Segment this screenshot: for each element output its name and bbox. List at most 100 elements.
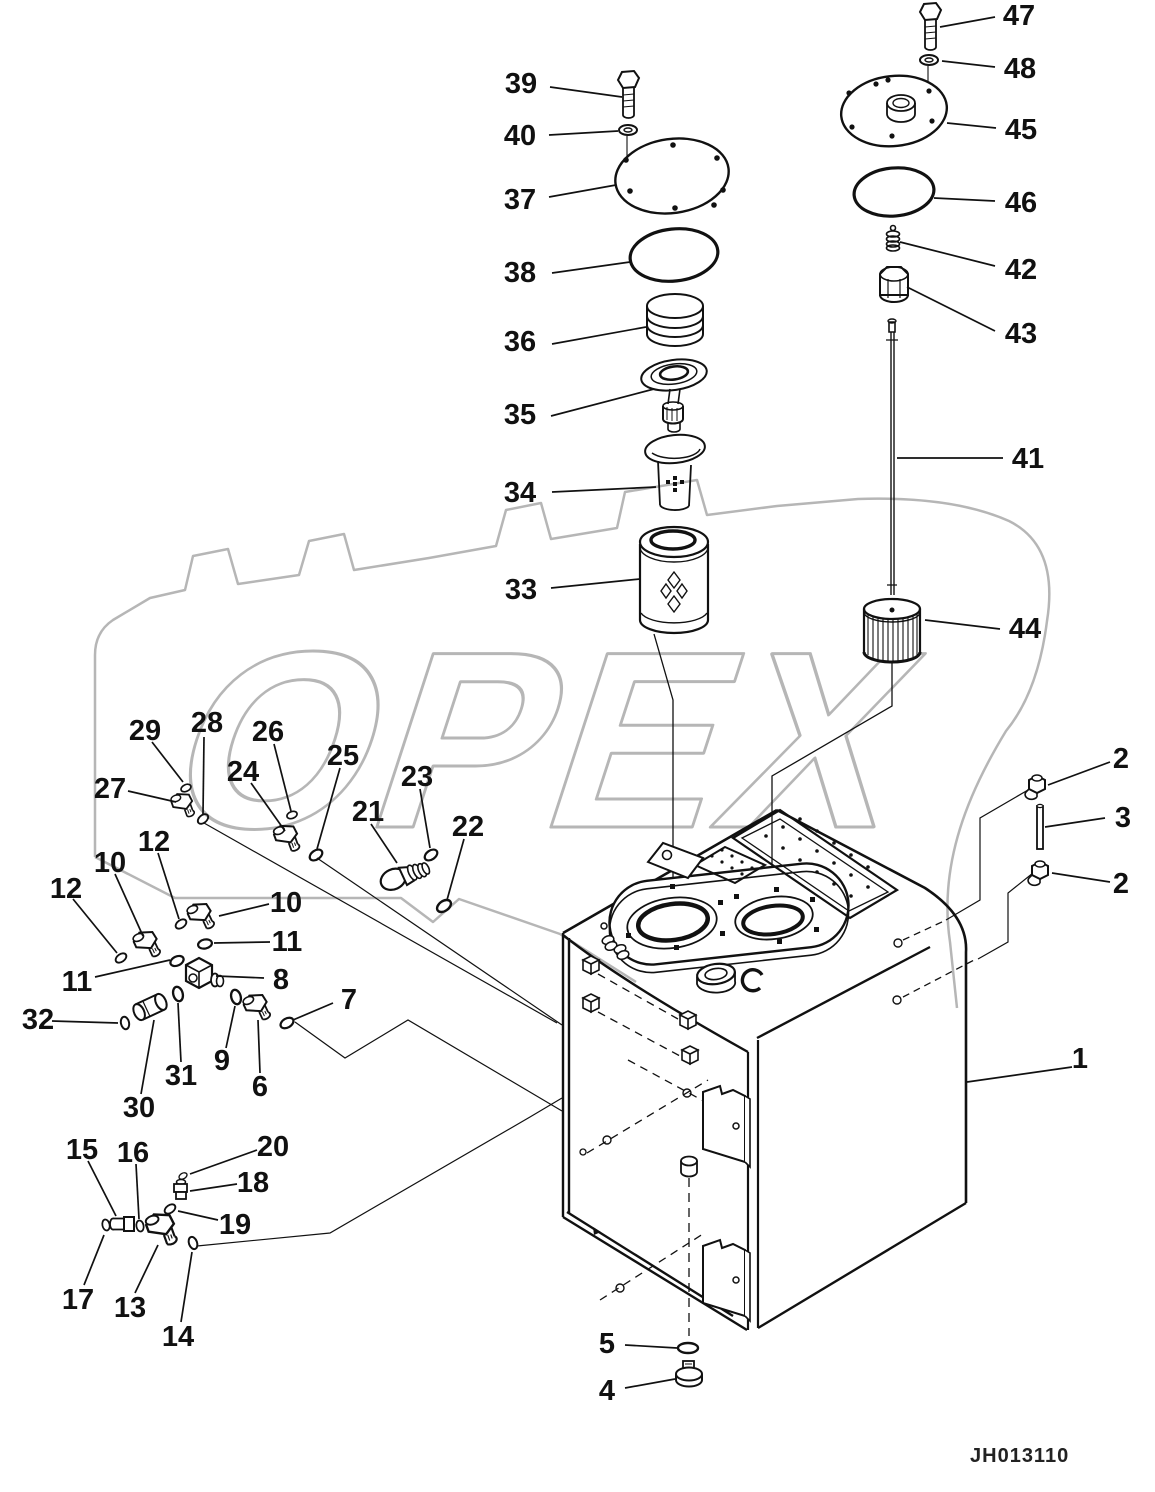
tank-top-flange xyxy=(608,862,850,974)
part-number-label: 48 xyxy=(1004,53,1036,85)
leader-line xyxy=(273,743,292,812)
leader-line xyxy=(127,790,177,803)
tank-bracket-lower xyxy=(702,1239,751,1322)
leader-line xyxy=(941,60,996,68)
leader-line xyxy=(202,736,205,815)
callout-12-31: 12 xyxy=(50,873,118,954)
callout-19-46: 19 xyxy=(177,1209,251,1241)
part-42-spring xyxy=(885,224,901,252)
part-number-label: 40 xyxy=(504,120,536,152)
boss-cube xyxy=(679,1010,697,1030)
callout-44-15: 44 xyxy=(924,613,1041,645)
part-number-label: 20 xyxy=(257,1131,289,1163)
leader-line xyxy=(624,1378,676,1389)
callout-30-38: 30 xyxy=(123,1019,155,1124)
part-32-o-ring xyxy=(118,1015,132,1031)
tank-drain-port xyxy=(680,1155,698,1336)
leader-line xyxy=(135,1163,140,1220)
leader-line xyxy=(189,1183,238,1192)
part-number-label: 10 xyxy=(94,847,126,879)
leader-line xyxy=(548,130,619,136)
part-number-label: 12 xyxy=(50,873,82,905)
part-number-label: 29 xyxy=(129,715,161,747)
part-number-label: 16 xyxy=(117,1137,149,1169)
leader-line xyxy=(213,941,271,944)
leader-line xyxy=(189,1149,258,1175)
boss-cube xyxy=(681,1045,699,1065)
part-number-label: 22 xyxy=(452,811,484,843)
leader-line xyxy=(550,578,641,589)
part-47-bolt xyxy=(918,1,943,51)
part-number-label: 11 xyxy=(62,966,93,998)
part-number-label: 24 xyxy=(227,756,259,788)
boss-cube xyxy=(582,993,600,1013)
part-number-label: 5 xyxy=(599,1328,615,1360)
callout-9-40: 9 xyxy=(214,1005,236,1077)
part-number-label: 35 xyxy=(504,399,536,431)
leader-line xyxy=(551,326,647,345)
part-43-cap xyxy=(879,266,909,303)
leader-line xyxy=(134,1244,159,1294)
part-40-washer xyxy=(618,124,638,158)
leader-line xyxy=(624,1344,678,1349)
part-39-bolt xyxy=(616,69,641,119)
callout-10-32: 10 xyxy=(218,887,302,919)
callout-43-13: 43 xyxy=(906,286,1037,350)
part-11-o-ring xyxy=(196,937,214,951)
part-number-label: 41 xyxy=(1012,443,1044,475)
part-13-elbow-fitting xyxy=(142,1207,182,1252)
part-number-label: 34 xyxy=(504,477,536,509)
leader-line xyxy=(548,184,617,198)
callout-11-34: 11 xyxy=(62,959,171,998)
part-number-label: 38 xyxy=(504,257,536,289)
callout-27-25: 27 xyxy=(94,773,177,805)
leader-line xyxy=(906,286,996,332)
part-number-label: 31 xyxy=(165,1060,197,1092)
leader-line xyxy=(419,788,431,849)
part-17-o-ring xyxy=(100,1217,112,1233)
watermark-machine-bottom xyxy=(94,855,637,984)
part-2-elbow-fitting xyxy=(1027,860,1049,887)
leader-line xyxy=(370,823,398,864)
leader-line xyxy=(550,388,655,417)
part-1-hydraulic-tank xyxy=(561,808,977,1336)
leader-line xyxy=(87,1160,117,1217)
part-number-label: 42 xyxy=(1005,254,1037,286)
part-48-washer xyxy=(919,54,939,90)
callout-33-7: 33 xyxy=(505,574,641,606)
part-number-label: 11 xyxy=(272,926,303,958)
part-number-label: 23 xyxy=(401,761,433,793)
leader-line xyxy=(1044,817,1106,828)
callout-20-44: 20 xyxy=(189,1131,289,1175)
leader-line xyxy=(292,1002,334,1021)
part-number-label: 14 xyxy=(162,1321,194,1353)
part-36-ring xyxy=(646,293,704,347)
callout-37-2: 37 xyxy=(504,184,617,216)
part-10-elbow-fitting xyxy=(184,898,219,936)
tank-small-ports xyxy=(600,922,630,961)
part-number-label: 25 xyxy=(327,740,359,772)
tank-bracket-upper xyxy=(702,1085,751,1168)
part-number-label: 43 xyxy=(1005,318,1037,350)
part-31-o-ring xyxy=(170,984,186,1004)
part-number-label: 6 xyxy=(252,1071,268,1103)
part-number-label: 33 xyxy=(505,574,537,606)
leader-line xyxy=(316,767,341,850)
part-number-label: 3 xyxy=(1115,802,1131,834)
callout-45-10: 45 xyxy=(946,114,1037,146)
filler-parts-column xyxy=(614,69,730,635)
callout-21-27: 21 xyxy=(352,796,398,864)
part-number-label: 26 xyxy=(252,716,284,748)
leader-line xyxy=(551,261,631,274)
part-10-elbow-fitting xyxy=(130,926,165,964)
part-3-tube xyxy=(1036,803,1044,850)
part-5-washer xyxy=(676,1341,700,1355)
part-number-label: 19 xyxy=(219,1209,251,1241)
leader-line xyxy=(94,959,171,978)
part-14-o-ring xyxy=(186,1234,200,1252)
part-19-o-ring xyxy=(161,1201,179,1217)
part-number-label: 2 xyxy=(1113,743,1129,775)
leader-line xyxy=(151,741,184,783)
part-44-return-filter xyxy=(862,597,922,664)
part-number-label: 12 xyxy=(138,826,170,858)
